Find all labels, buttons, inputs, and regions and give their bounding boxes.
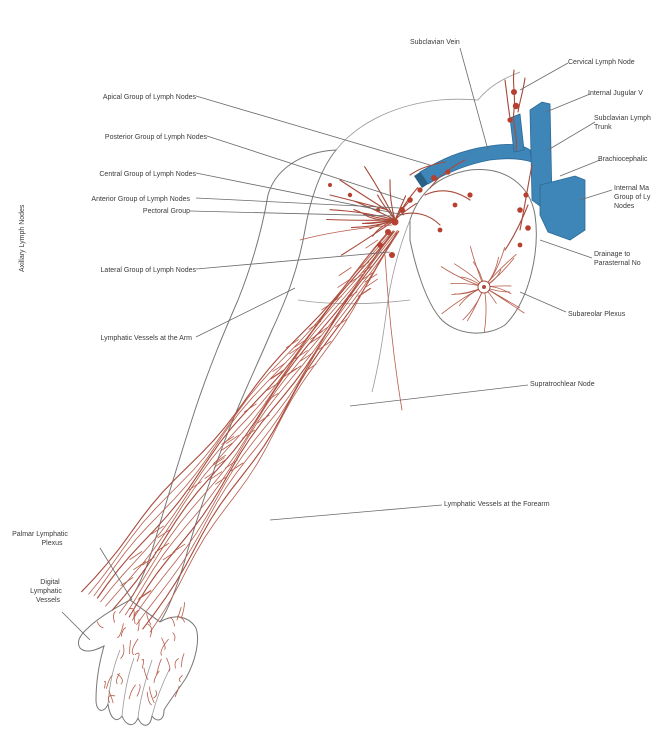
lymph-node bbox=[438, 228, 443, 233]
lymph-node bbox=[407, 197, 413, 203]
lymph-vessel bbox=[338, 279, 350, 287]
body-outline bbox=[78, 72, 536, 725]
brachiocephalic-vein-shape bbox=[540, 176, 585, 240]
lymph-vessel bbox=[339, 268, 351, 276]
lymph-node bbox=[389, 252, 395, 258]
label-pectoral: Pectoral Group bbox=[143, 208, 190, 215]
lymph-vessel bbox=[327, 220, 395, 221]
subareolar-plexus-center bbox=[478, 281, 490, 293]
lymph-vessel bbox=[385, 255, 402, 410]
label-cervical-nodes: Cervical Lymph Node bbox=[568, 59, 635, 66]
lymph-node bbox=[348, 193, 352, 197]
label-anterior: Anterior Group of Lymph Nodes bbox=[91, 196, 190, 203]
label-subareolar: Subareolar Plexus bbox=[568, 311, 626, 318]
lymph-vessel bbox=[359, 288, 371, 296]
lymph-node bbox=[523, 192, 528, 197]
lymph-vessel bbox=[300, 225, 392, 240]
label-axillary-vertical: Axillary Lymph Nodes bbox=[19, 204, 26, 272]
label-arm-vessels: Lymphatic Vessels at the Arm bbox=[100, 335, 192, 342]
lymph-vessel bbox=[134, 562, 146, 570]
label-apical: Apical Group of Lymph Nodes bbox=[103, 94, 197, 101]
lymph-node bbox=[377, 242, 383, 248]
lymph-node bbox=[467, 192, 472, 197]
lymph-vessel bbox=[287, 340, 299, 348]
label-lateral: Lateral Group of Lymph Nodes bbox=[101, 267, 197, 274]
label-brachiocephalic: Brachiocephalic bbox=[598, 156, 648, 163]
labels: Subclavian Vein Cervical Lymph Node Inte… bbox=[12, 39, 651, 604]
lymph-node bbox=[392, 219, 399, 226]
lymph-node bbox=[525, 225, 531, 231]
lymph-node bbox=[518, 243, 523, 248]
lymph-node bbox=[417, 187, 422, 192]
lymph-node bbox=[431, 175, 437, 181]
lymph-node bbox=[328, 183, 332, 187]
label-posterior: Posterior Group of Lymph Nodes bbox=[105, 134, 208, 141]
label-subclavian-trunk: Subclavian LymphTrunk bbox=[594, 115, 651, 131]
label-supratrochlear: Supratrochlear Node bbox=[530, 381, 595, 388]
label-central: Central Group of Lymph Nodes bbox=[99, 171, 196, 178]
lymph-node bbox=[385, 229, 391, 235]
label-subclavian-vein: Subclavian Vein bbox=[410, 39, 460, 46]
label-internal-jugular: Internal Jugular V bbox=[588, 90, 643, 97]
lymph-node bbox=[445, 169, 450, 174]
lymph-vessel bbox=[335, 319, 347, 327]
lymph-node bbox=[517, 207, 523, 213]
lymph-vessel bbox=[182, 602, 185, 617]
label-forearm-vessels: Lymphatic Vessels at the Forearm bbox=[444, 501, 550, 508]
lymph-node bbox=[453, 203, 458, 208]
